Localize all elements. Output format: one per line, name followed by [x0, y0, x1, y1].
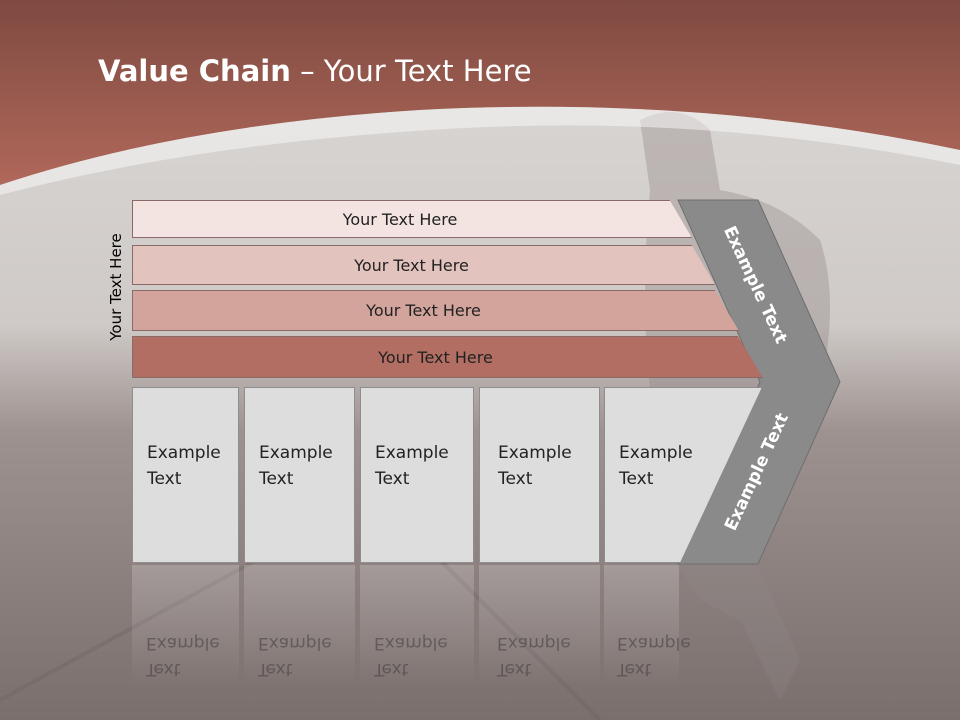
box-4-line2: Text: [498, 469, 533, 489]
band-4: Your Text Here: [132, 336, 763, 378]
band-3: Your Text Here: [132, 290, 739, 331]
band-1: Your Text Here: [132, 200, 692, 238]
title-rest: – Your Text Here: [290, 54, 532, 88]
band-4-label: Your Text Here: [378, 347, 493, 367]
box-5-line2: Text: [619, 469, 654, 489]
activity-box-1: Example Text: [132, 387, 239, 563]
band-1-label: Your Text Here: [342, 209, 458, 229]
chevron-arrow: [677, 199, 841, 565]
activity-box-3: Example Text: [360, 387, 474, 563]
box-1-line2: Text: [147, 469, 182, 489]
reflection-3: [360, 565, 474, 685]
chevron-reflection: [678, 566, 800, 700]
band-2: Your Text Here: [132, 245, 715, 285]
activity-box-4: Example Text: [479, 387, 600, 563]
reflection-4: [479, 565, 600, 685]
box-4-line1: Example: [498, 443, 572, 463]
reflection-2: [244, 565, 355, 685]
band-2-label: Your Text Here: [354, 255, 469, 275]
box-3-line2: Text: [375, 469, 410, 489]
reflection-1: [132, 565, 239, 685]
box-1-line1: Example: [147, 443, 221, 463]
band-3-label: Your Text Here: [366, 301, 481, 320]
activity-box-2: Example Text: [244, 387, 355, 563]
reflection-5: [604, 565, 679, 685]
box-3-line1: Example: [375, 443, 449, 463]
box-5-line1: Example: [619, 443, 693, 463]
slide-title: Value Chain – Your Text Here: [98, 54, 532, 88]
title-bold: Value Chain: [98, 54, 291, 88]
box-2-line2: Text: [259, 469, 294, 489]
box-2-line1: Example: [259, 443, 333, 463]
